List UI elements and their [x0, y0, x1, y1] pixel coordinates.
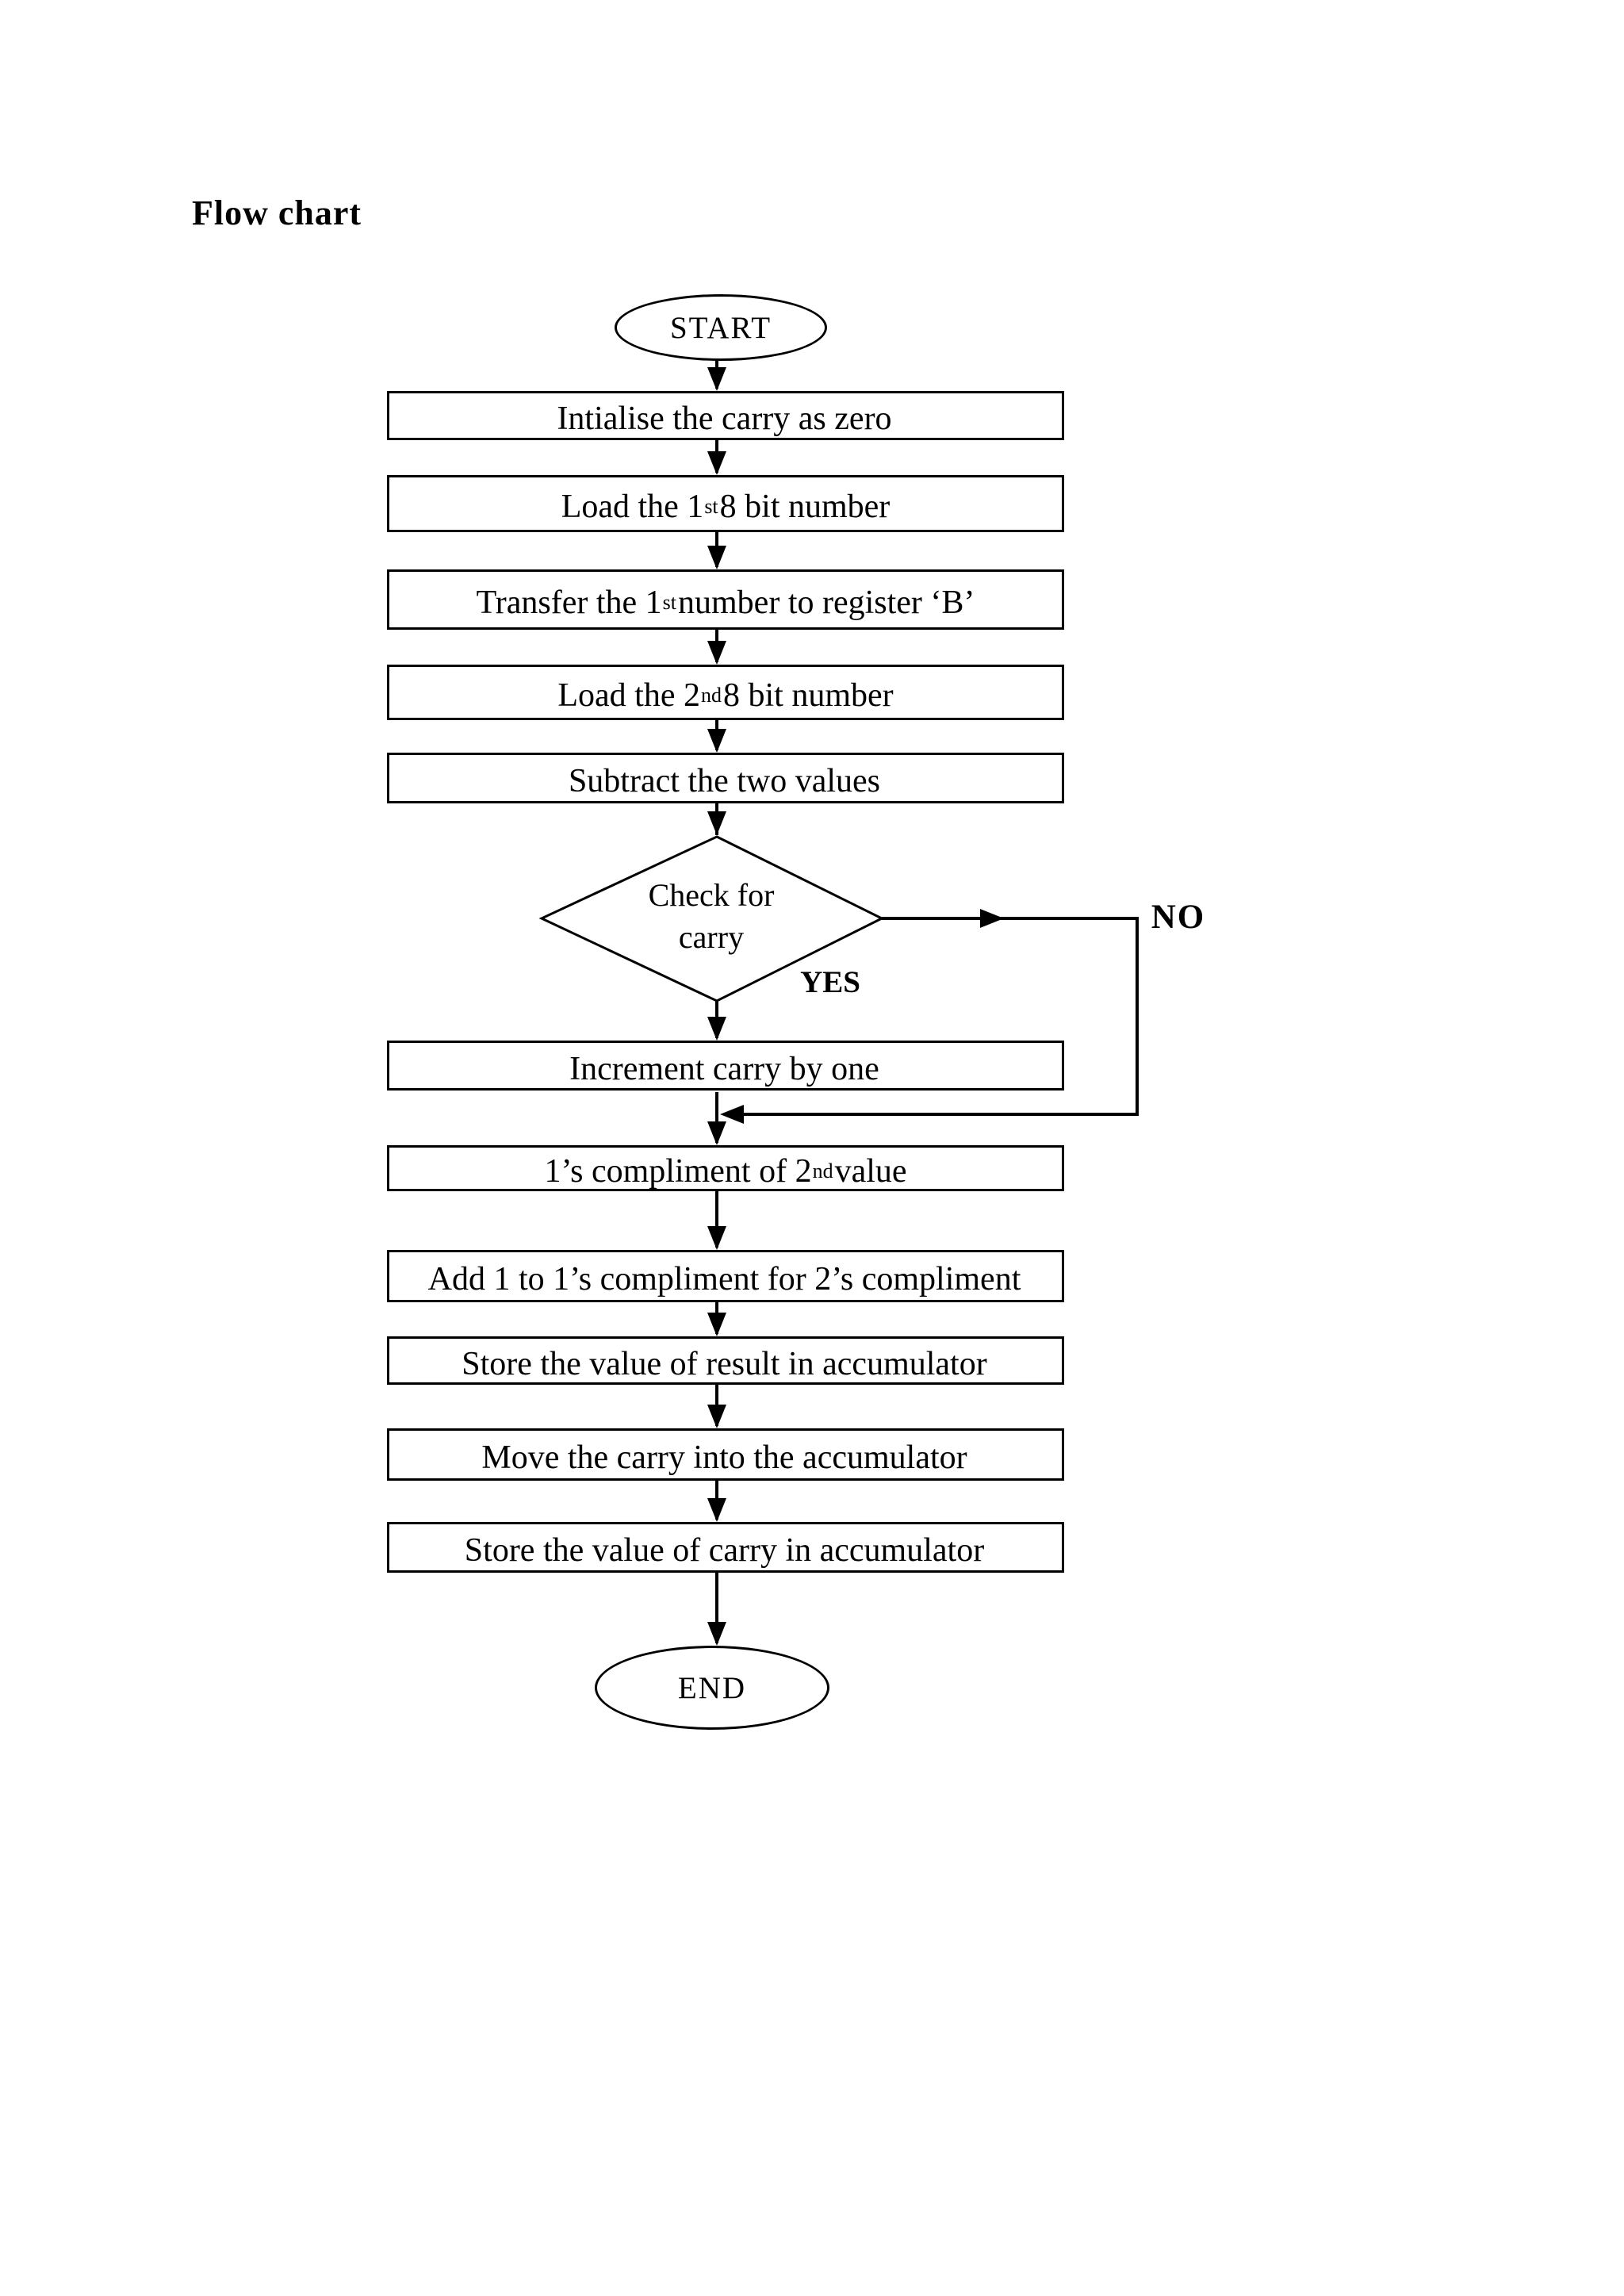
step-text: number to register ‘B’ — [678, 585, 975, 621]
step-text: Store the value of carry in accumulator — [464, 1532, 985, 1569]
step-text: value — [834, 1153, 907, 1190]
arrowhead-into-step2 — [707, 451, 726, 475]
arrowhead-into-step1 — [707, 367, 726, 391]
process-box-store-carry: Store the value of carry in accumulator — [387, 1522, 1064, 1573]
page-title: Flow chart — [192, 194, 362, 232]
step-text: Store the value of result in accumulator — [462, 1345, 987, 1382]
step-text: Intialise the carry as zero — [557, 401, 892, 437]
no-branch-label: NO — [1151, 899, 1206, 936]
arrowhead-into-end — [707, 1622, 726, 1646]
process-box-add-one: Add 1 to 1’s compliment for 2’s complime… — [387, 1250, 1064, 1302]
decision-line2: carry — [678, 919, 745, 955]
process-box-store-result: Store the value of result in accumulator — [387, 1336, 1064, 1385]
decision-diamond — [538, 835, 885, 1002]
arrowhead-into-step5 — [707, 729, 726, 753]
step-text: 1’s compliment of 2 — [544, 1153, 812, 1190]
arrowhead-into-step9 — [707, 1313, 726, 1336]
arrowhead-no-right — [980, 909, 1004, 928]
process-box-move-carry: Move the carry into the accumulator — [387, 1428, 1064, 1481]
arrowhead-into-step3 — [707, 546, 726, 569]
step-text: Add 1 to 1’s compliment for 2’s complime… — [427, 1261, 1021, 1297]
step-text: Transfer the 1 — [476, 585, 662, 621]
process-box-increment-carry: Increment carry by one — [387, 1041, 1064, 1091]
step-text: Subtract the two values — [568, 763, 881, 799]
end-terminator: END — [595, 1646, 829, 1730]
arrowhead-into-step10 — [707, 1405, 726, 1428]
arrowhead-into-step11 — [707, 1498, 726, 1522]
arrowhead-no-merge — [720, 1105, 744, 1124]
start-terminator: START — [615, 294, 827, 361]
decision-line1: Check for — [648, 877, 775, 913]
step-text: Load the 2 — [557, 677, 700, 714]
yes-branch-label: YES — [800, 965, 860, 999]
step-text: Load the 1 — [561, 489, 704, 525]
step-text: 8 bit number — [722, 677, 894, 714]
arrowhead-into-step6 — [707, 1017, 726, 1041]
step-text: 8 bit number — [719, 489, 891, 525]
end-label: END — [677, 1670, 747, 1705]
arrowhead-into-step8 — [707, 1226, 726, 1250]
decision-label: Check for carry — [592, 874, 830, 969]
step-text: Increment carry by one — [569, 1050, 879, 1087]
process-box-subtract: Subtract the two values — [387, 753, 1064, 803]
arrowhead-into-step7 — [707, 1121, 726, 1145]
process-box-initialise-carry: Intialise the carry as zero — [387, 391, 1064, 440]
step-text: Move the carry into the accumulator — [481, 1439, 967, 1476]
connector-no-branch — [744, 917, 1139, 1116]
start-label: START — [669, 310, 772, 345]
arrowhead-into-step4 — [707, 641, 726, 665]
arrowhead-into-decision — [707, 811, 726, 835]
